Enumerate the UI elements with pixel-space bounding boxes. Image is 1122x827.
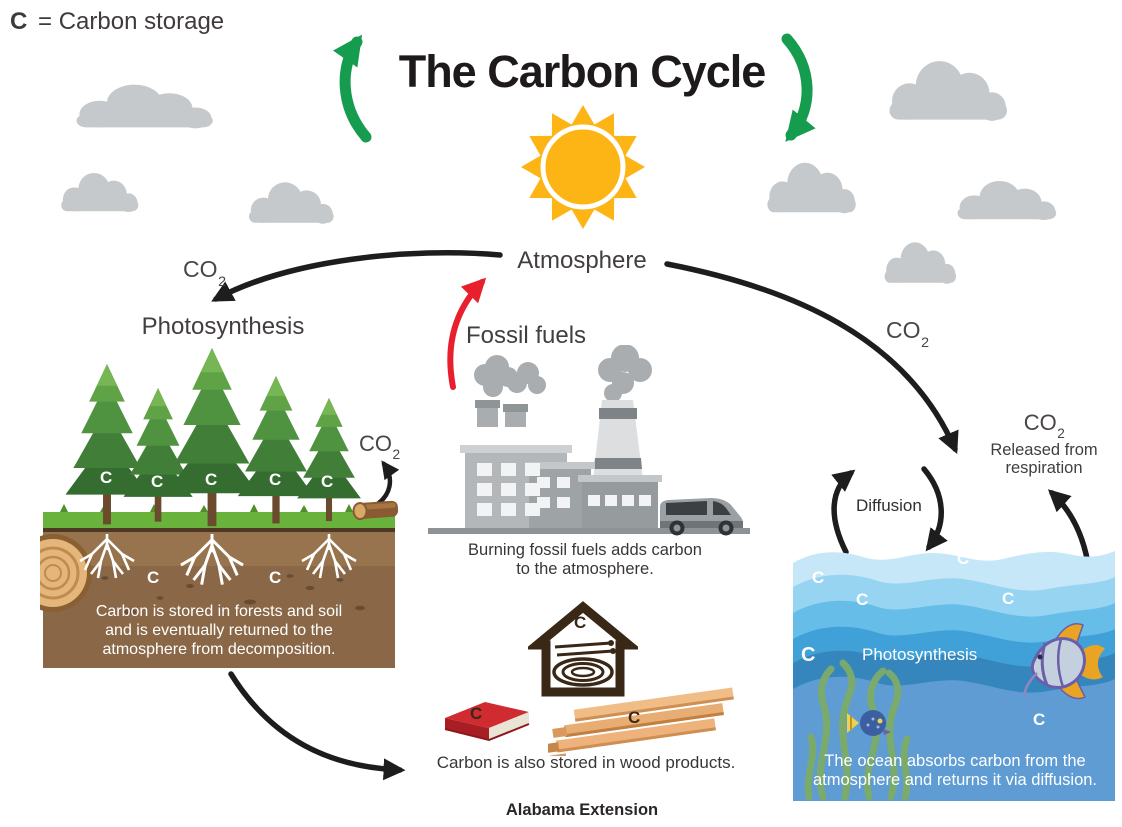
carbon-storage-mark-lumber: C <box>628 708 641 727</box>
small-fish-icon <box>847 710 891 736</box>
arrow-forest-to-wood-products <box>228 671 406 781</box>
carbon-storage-mark-tree: C <box>269 470 282 489</box>
angelfish-icon <box>1023 623 1105 700</box>
fossil-fuels-label: Fossil fuels <box>466 322 587 349</box>
carbon-storage-mark-tree: C <box>100 468 113 487</box>
pine-tree <box>297 398 361 522</box>
house-wood-icon <box>528 601 638 697</box>
carbon-storage-mark-ocean: C <box>1002 589 1015 608</box>
carbon-storage-mark-ocean: C <box>957 549 970 568</box>
photosynthesis-forest-label: Photosynthesis <box>141 313 305 340</box>
carbon-storage-mark-tree: C <box>205 470 218 489</box>
log-icon <box>352 500 399 521</box>
forest-caption: Carbon is stored in forests and soil and… <box>95 603 343 658</box>
pine-tree <box>65 364 149 525</box>
co2-label-ocean-arc: CO2 <box>886 317 929 351</box>
carbon-storage-mark-ocean: C <box>856 590 869 609</box>
carbon-storage-mark-soil: C <box>147 568 160 587</box>
ocean-illustration <box>793 551 1115 801</box>
footer-credit: Alabama Extension <box>505 801 659 819</box>
diffusion-label: Diffusion <box>856 496 922 515</box>
carbon-storage-mark-soil: C <box>269 568 282 587</box>
pine-tree <box>237 376 315 524</box>
legend: C = Carbon storage <box>10 8 224 36</box>
arrow-atmosphere-to-photosynthesis <box>211 250 503 302</box>
arrow-diffusion-down <box>921 466 948 552</box>
atmosphere-label: Atmosphere <box>517 247 647 274</box>
grass-strip <box>43 512 395 528</box>
title-cycle-arrow-right <box>781 33 816 142</box>
carbon-storage-mark-ocean: C <box>801 644 816 666</box>
carbon-storage-mark-tree: C <box>321 472 334 491</box>
co2-label-decomposition: CO2 <box>359 431 401 463</box>
arrow-atmosphere-to-ocean <box>664 261 959 455</box>
photosynthesis-ocean-label: Photosynthesis <box>862 645 978 664</box>
forest-soil-illustration <box>40 348 399 668</box>
book-icon <box>444 702 530 742</box>
respiration-block: CO2 Released from respiration <box>990 410 1097 477</box>
respiration-line1: Released from <box>990 441 1098 460</box>
sun-icon <box>521 105 645 229</box>
title-cycle-arrow-left <box>332 34 372 143</box>
ocean-caption: The ocean absorbs carbon from the atmosp… <box>812 752 1098 789</box>
legend-symbol: C <box>10 8 28 35</box>
van-icon <box>660 498 743 536</box>
factory-caption: Burning fossil fuels adds carbon to the … <box>468 541 702 578</box>
arrow-diffusion-up <box>831 469 856 555</box>
factory-ground <box>428 528 750 534</box>
carbon-storage-mark-book: C <box>470 704 483 723</box>
log-cross-section-icon <box>40 534 92 612</box>
smoke-puffs <box>474 345 652 402</box>
carbon-storage-mark-ocean: C <box>812 568 825 587</box>
carbon-storage-mark-tree: C <box>151 472 164 491</box>
respiration-line2: respiration <box>1005 459 1083 478</box>
arrow-fossil-fuels-to-atmosphere <box>447 277 487 390</box>
co2-label-respiration: CO2 <box>1023 410 1065 442</box>
page-title: The Carbon Cycle <box>398 46 767 97</box>
wood-caption: Carbon is also stored in wood products. <box>436 753 736 772</box>
pine-tree <box>165 348 259 527</box>
legend-definition: = Carbon storage <box>38 8 225 35</box>
carbon-storage-mark-ocean: C <box>1033 710 1046 729</box>
carbon-storage-mark-house: C <box>574 613 587 632</box>
factory-illustration <box>428 345 750 536</box>
lumber-icon <box>548 687 734 756</box>
co2-label-photosynthesis: CO2 <box>183 256 226 290</box>
